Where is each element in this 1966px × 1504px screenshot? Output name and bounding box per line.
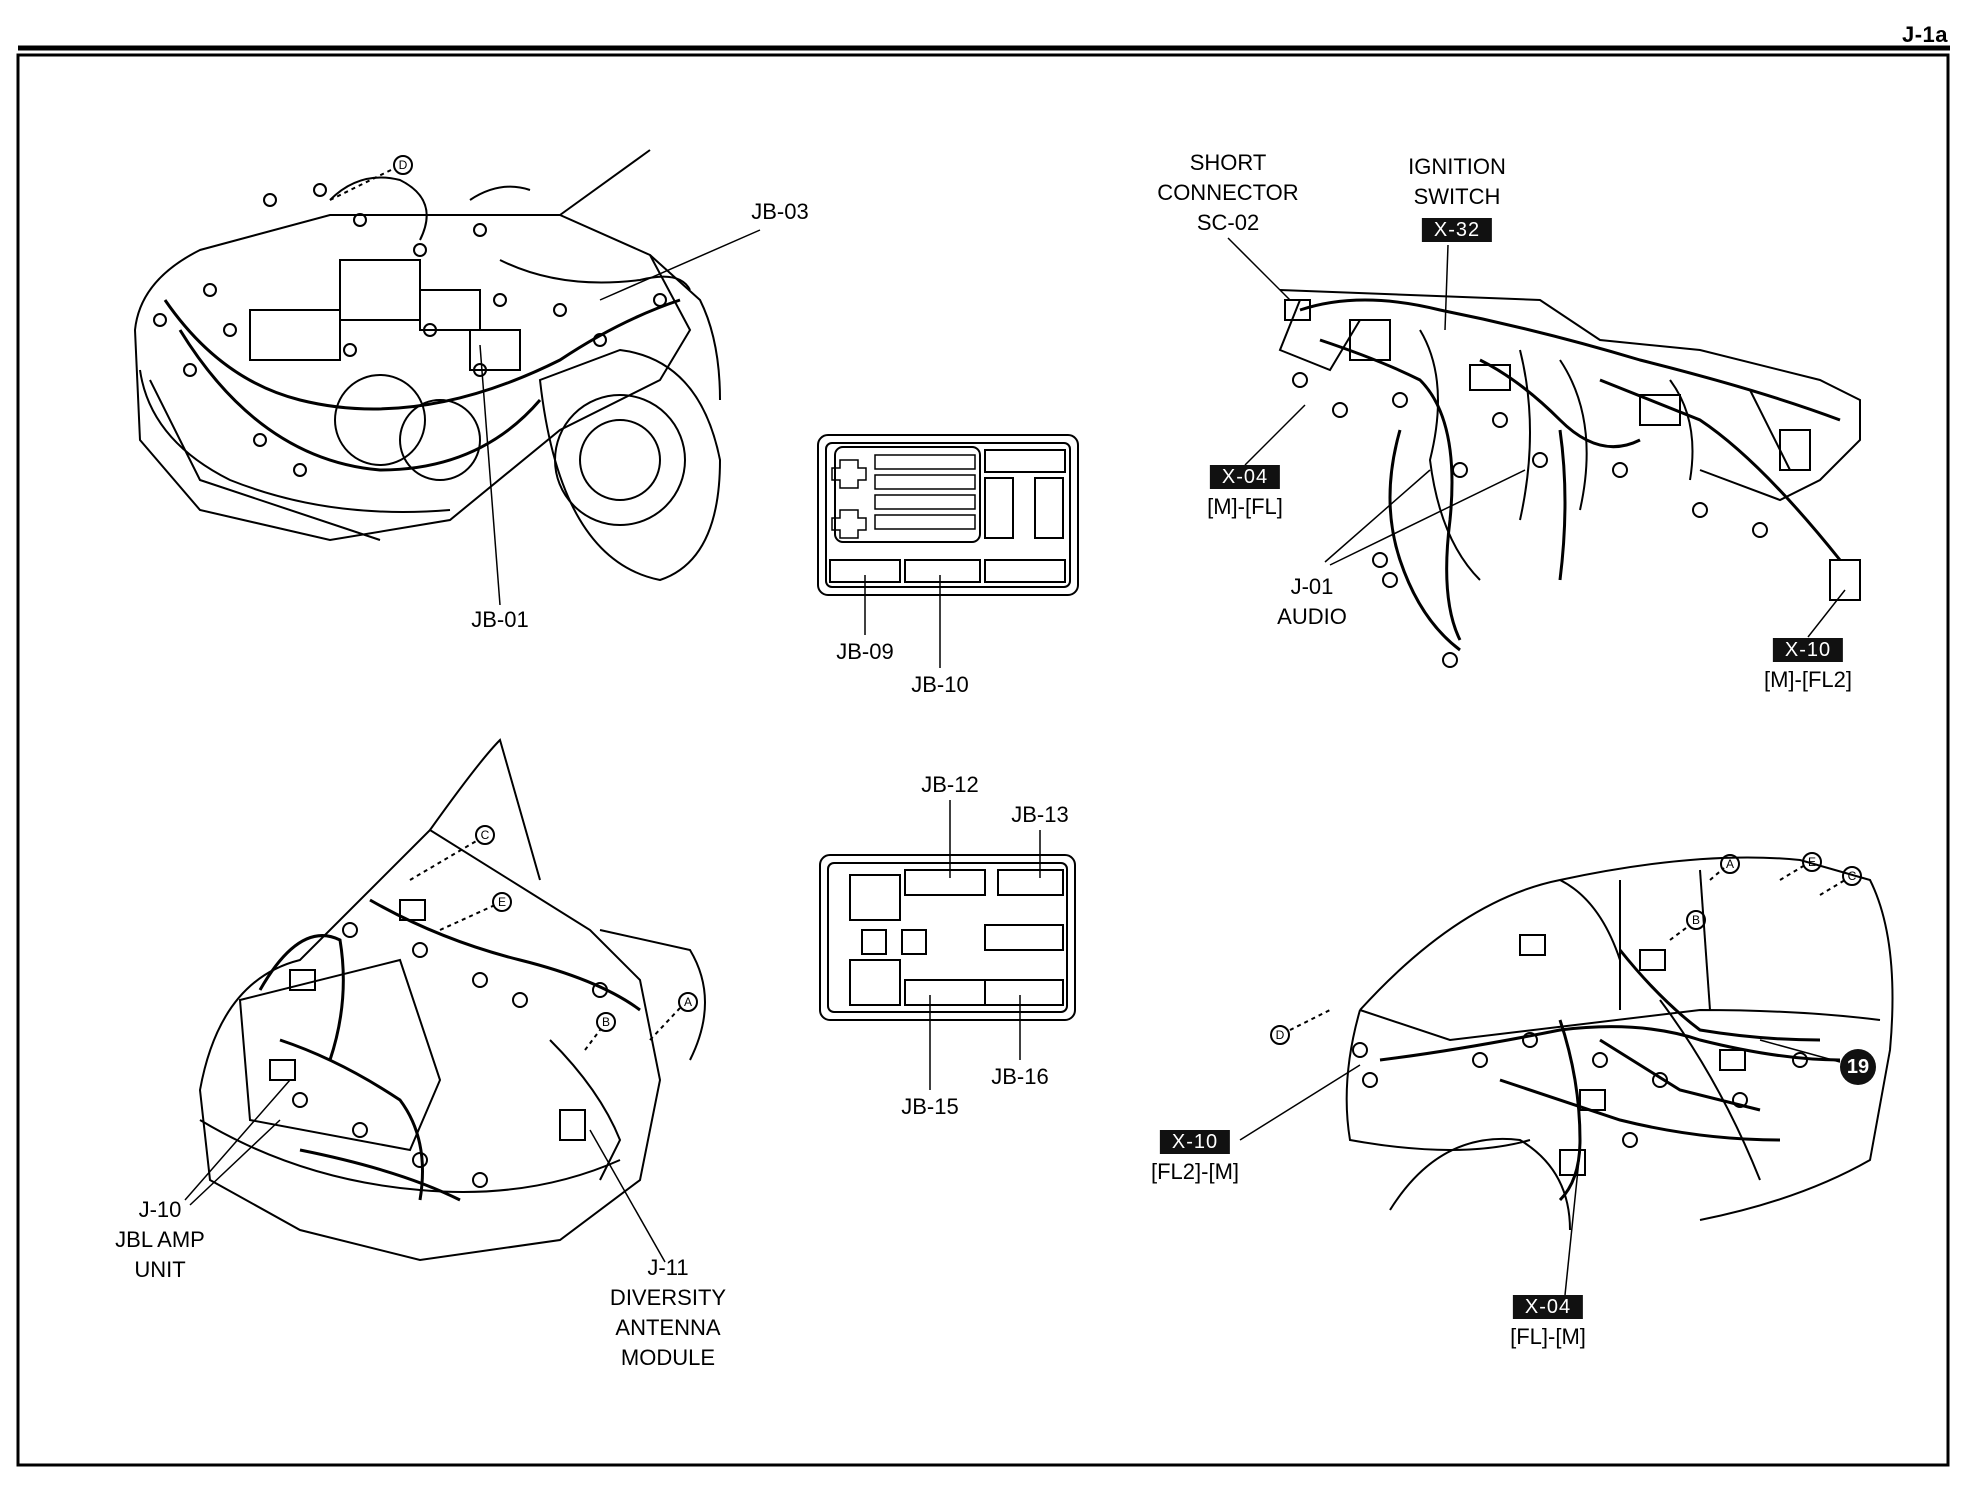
page-border: [16, 53, 1950, 1467]
label-jb03: JB-03: [751, 199, 809, 224]
tag-x32: X-32: [1421, 218, 1493, 242]
marker-b-body: B: [1692, 913, 1700, 927]
dashboard-illustration: [1227, 237, 1861, 668]
label-jb13: JB-13: [1011, 802, 1069, 827]
marker-a-body: A: [1726, 857, 1734, 871]
marker-b-circle-trunk: [596, 1012, 616, 1032]
marker-d-circle: [393, 155, 413, 175]
label-jb15: JB-15: [901, 1094, 959, 1119]
j01-leader-a: [1324, 469, 1431, 563]
j10-leader-a: [184, 1079, 291, 1201]
jb03-leader: [599, 229, 761, 301]
label-ignition-switch: IGNITION SWITCH: [1408, 154, 1506, 209]
sc02-leader: [1227, 237, 1291, 301]
label-x04-body-sub: [FL]-[M]: [1510, 1324, 1586, 1349]
j10-leader-b: [189, 1119, 281, 1206]
label-jb10: JB-10: [911, 672, 969, 697]
tag-x04-body: X-04: [1512, 1295, 1584, 1319]
fuse-rows: [874, 454, 976, 530]
label-jb01: JB-01: [471, 607, 529, 632]
label-short-connector: SHORT CONNECTOR SC-02: [1157, 150, 1299, 235]
label-x04-dash-sub: [M]-[FL]: [1207, 494, 1283, 519]
label-jb16: JB-16: [991, 1064, 1049, 1089]
marker-b-trunk: B: [602, 1015, 610, 1029]
j01-leader-b: [1329, 469, 1526, 566]
marker-a-trunk: A: [684, 995, 692, 1009]
circle-19-badge: 19: [1840, 1049, 1876, 1085]
marker-e-circle-body: [1802, 852, 1822, 872]
marker-c-circle-body: [1842, 866, 1862, 886]
marker-d-circle-body: [1270, 1025, 1290, 1045]
car-body-illustration: [1239, 852, 1894, 1296]
marker-c-circle: [475, 825, 495, 845]
marker-c: C: [481, 828, 490, 842]
x04-body-leader: [1564, 1149, 1581, 1296]
marker-a-circle-trunk: [678, 992, 698, 1012]
j11-leader: [589, 1129, 666, 1263]
tag-x04-dash: X-04: [1209, 465, 1281, 489]
jb01-leader: [479, 344, 501, 606]
label-jb09: JB-09: [836, 639, 894, 664]
circle19-leader: [1759, 1039, 1841, 1063]
junction-block-lower: [819, 800, 1076, 1090]
label-j01-audio: J-01 AUDIO: [1277, 574, 1347, 629]
trunk-illustration: [184, 738, 706, 1263]
junction-block-upper: [817, 434, 1079, 668]
page-code: J-1a: [1901, 22, 1948, 47]
label-x10-body-sub: [FL2]-[M]: [1150, 1159, 1240, 1184]
tag-x10-dash: X-10: [1772, 638, 1844, 662]
x10-dash-leader: [1807, 589, 1846, 638]
tag-x10-body: X-10: [1159, 1130, 1231, 1154]
marker-d: D: [399, 158, 408, 172]
marker-e-body: E: [1808, 855, 1816, 869]
marker-e-circle: [492, 892, 512, 912]
engine-bay-illustration: [133, 149, 761, 606]
marker-b-circle-body: [1686, 910, 1706, 930]
marker-c-body: C: [1848, 869, 1857, 883]
x10-body-leader: [1239, 1064, 1361, 1141]
label-x10-dash-sub: [M]-[FL2]: [1763, 667, 1853, 692]
label-j11-diversity-antenna: J-11 DIVERSITY ANTENNA MODULE: [609, 1255, 727, 1370]
marker-e: E: [498, 895, 506, 909]
label-jb12: JB-12: [921, 772, 979, 797]
marker-d-body: D: [1276, 1028, 1285, 1042]
marker-a-circle-body: [1720, 854, 1740, 874]
x04-dash-leader: [1244, 404, 1306, 466]
label-j10-jbl-amp: J-10 JBL AMP UNIT: [115, 1197, 205, 1282]
x32-leader: [1444, 244, 1449, 331]
